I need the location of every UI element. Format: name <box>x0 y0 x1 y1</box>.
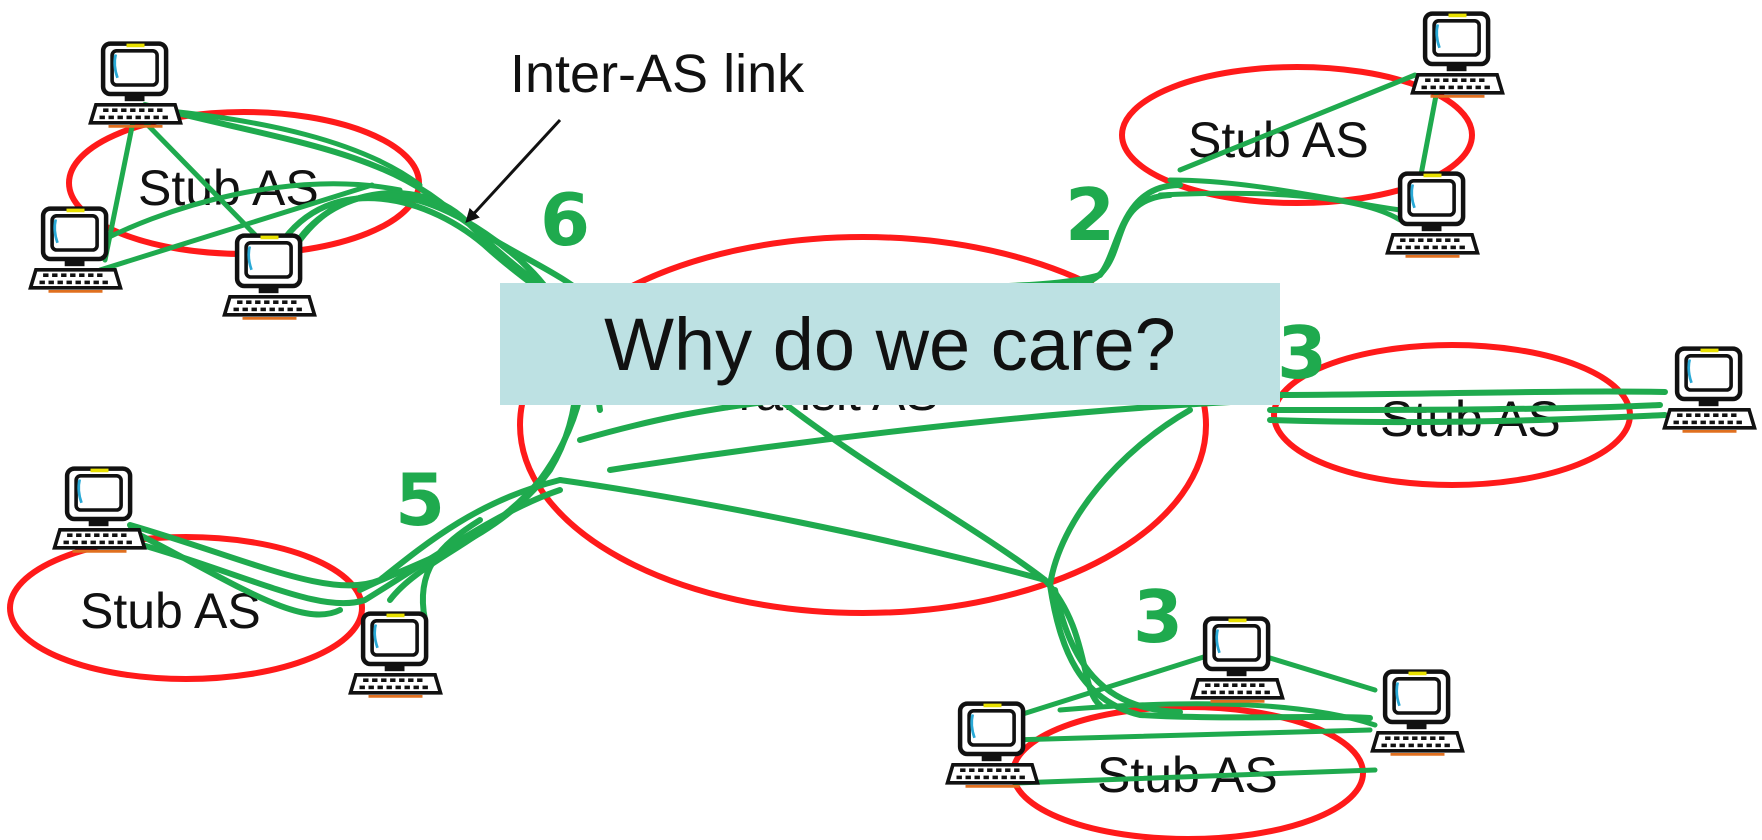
link-path <box>157 107 423 188</box>
computer-icon <box>1373 672 1463 755</box>
link-path <box>1157 190 1403 223</box>
link-path <box>1007 727 1373 743</box>
stub-as-left <box>7 534 365 682</box>
link-path <box>419 517 483 623</box>
link-path <box>1267 412 1668 426</box>
computer-icon <box>1388 174 1478 257</box>
computer-icon <box>1413 14 1503 97</box>
banner-text: Why do we care? <box>604 302 1176 386</box>
hand-number: 3 <box>1277 311 1327 395</box>
computer-icon <box>948 704 1038 787</box>
transit-as <box>517 234 1209 616</box>
link-path <box>1267 402 1663 413</box>
computer-icon <box>31 209 121 292</box>
hand-numbers: 6 2 3 5 3 <box>395 173 1327 659</box>
link-path <box>122 487 563 607</box>
link-path <box>132 109 273 253</box>
computer-icon <box>225 236 315 319</box>
stub-as-top-right <box>1119 64 1475 206</box>
link-path <box>1417 82 1441 183</box>
link-path <box>97 182 375 273</box>
hand-number: 6 <box>540 178 590 262</box>
link-path <box>1267 388 1668 398</box>
link-path <box>1052 587 1183 715</box>
link-path <box>127 477 563 589</box>
link-path <box>607 397 1273 473</box>
link-path <box>777 397 1048 583</box>
link-path <box>1057 701 1378 728</box>
link-path <box>1177 72 1418 173</box>
link-path <box>1047 582 1373 721</box>
hand-number: 5 <box>395 458 445 542</box>
computer-icon <box>351 614 441 697</box>
annotation-arrow <box>465 118 562 223</box>
link-path <box>1012 767 1378 786</box>
hand-number: 3 <box>1133 575 1183 659</box>
stub-as-label: Stub AS <box>80 583 261 639</box>
stub-as-label: Stub AS <box>1188 112 1369 168</box>
inter-as-link-label: Inter-AS link <box>510 44 805 104</box>
link-path <box>1077 192 1173 288</box>
link-path <box>1167 177 1403 213</box>
computer-icon <box>1665 349 1755 432</box>
as-labels: Stub AS Stub AS Transit AS Stub AS Stub … <box>80 112 1561 803</box>
link-path <box>1257 652 1378 693</box>
link-path <box>127 527 343 618</box>
why-do-we-care-banner: Why do we care? <box>500 283 1280 405</box>
link-path <box>72 181 403 258</box>
link-path <box>1007 652 1213 721</box>
computer-icon <box>55 469 145 552</box>
computer-icon <box>1193 619 1283 702</box>
link-path <box>1047 407 1193 588</box>
hand-number: 2 <box>1065 173 1115 257</box>
inter-as-annotation: Inter-AS link <box>465 44 805 223</box>
computer-icon <box>91 44 181 127</box>
